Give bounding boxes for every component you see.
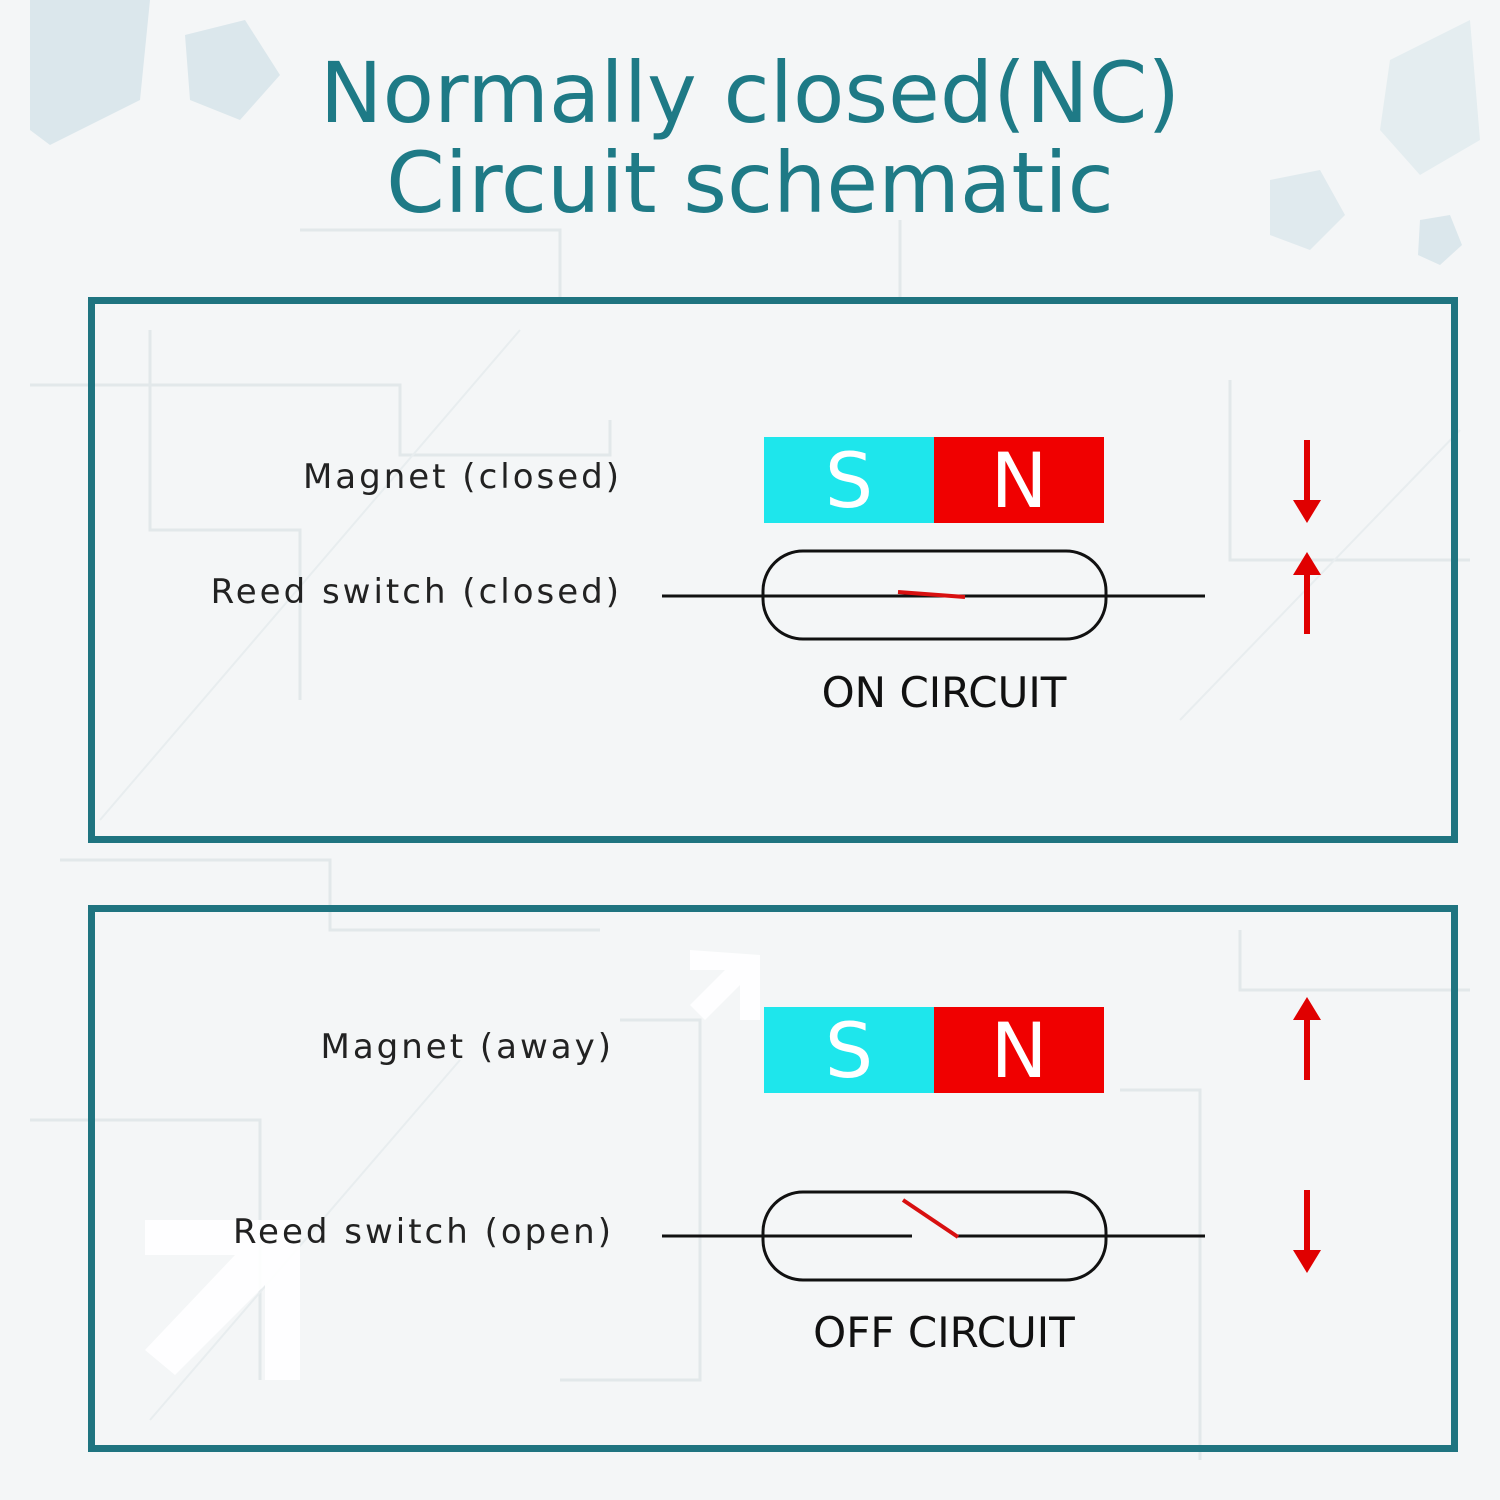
title-line-1: Normally closed(NC) <box>319 44 1181 142</box>
arrow-up-icon <box>1293 997 1321 1080</box>
page-title: Normally closed(NC) Circuit schematic <box>0 48 1500 228</box>
contact-closed <box>897 590 966 599</box>
arrow-up-icon <box>1293 552 1321 634</box>
arrow-down-icon <box>1293 1190 1321 1273</box>
south-pole: S <box>764 1006 934 1095</box>
reed-switch-open-label: Reed switch (open) <box>232 1212 614 1252</box>
reed-switch-open <box>662 1190 1205 1282</box>
magnet-closed: S N <box>764 436 1104 525</box>
title-line-2: Circuit schematic <box>386 134 1114 232</box>
magnet-away: S N <box>764 1006 1104 1095</box>
contact-open <box>901 1198 960 1239</box>
magnet-away-label: Magnet (away) <box>320 1027 614 1067</box>
off-circuit-label: OFF CIRCUIT <box>813 1308 1075 1357</box>
reed-switch-closed <box>662 549 1205 641</box>
panel-open <box>88 905 1458 1452</box>
reed-switch-closed-label: Reed switch (closed) <box>210 572 622 612</box>
north-pole: N <box>934 1006 1104 1095</box>
north-pole: N <box>934 436 1104 525</box>
south-pole: S <box>764 436 934 525</box>
on-circuit-label: ON CIRCUIT <box>821 668 1067 717</box>
panel-closed <box>88 297 1458 843</box>
magnet-closed-label: Magnet (closed) <box>302 457 622 497</box>
arrow-down-icon <box>1293 440 1321 523</box>
